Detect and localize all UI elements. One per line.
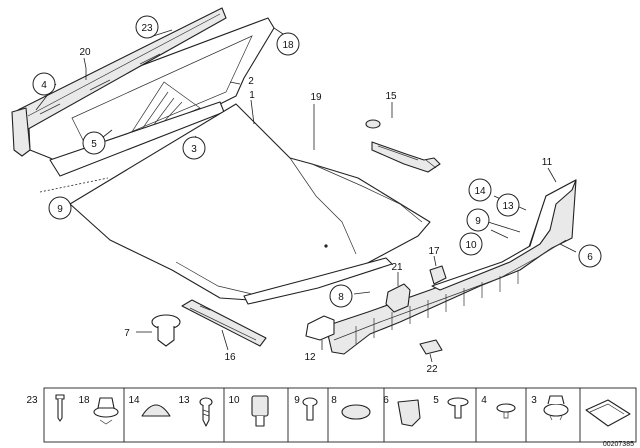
label-21: 21 [391, 262, 403, 273]
label-15: 15 [385, 91, 397, 102]
legend-num-6: 6 [383, 395, 389, 406]
push-clip-icon [93, 397, 119, 425]
legend-num-14: 14 [128, 395, 140, 406]
legend-num-5: 5 [433, 395, 439, 406]
legend-num-3: 3 [531, 395, 537, 406]
rear-panel-group [11, 7, 275, 193]
svg-text:9: 9 [475, 216, 481, 227]
svg-text:6: 6 [587, 252, 593, 263]
support-bar-16-detail [189, 305, 257, 341]
small-parts-group [151, 299, 267, 347]
svg-text:18: 18 [282, 40, 294, 51]
legend-dividers [123, 388, 581, 442]
legend-num-4: 4 [481, 395, 487, 406]
plug-7-stem [157, 326, 175, 347]
bracket-clip-icon [397, 399, 421, 427]
push-rivet-icon [302, 397, 318, 421]
label-20: 20 [79, 47, 91, 58]
square-nut-clip-icon [251, 395, 269, 427]
legend-num-9: 9 [294, 395, 300, 406]
strap-15-detail [377, 145, 437, 169]
callout-3: 3 [182, 136, 206, 160]
label-22: 22 [426, 364, 438, 375]
screw-icon [199, 397, 213, 427]
svg-text:3: 3 [191, 144, 197, 155]
mat-fold-line [289, 157, 423, 255]
floor-mat-1 [69, 103, 431, 301]
callout-4: 4 [32, 72, 56, 96]
svg-text:23: 23 [141, 23, 153, 34]
strap-15-group [365, 119, 441, 173]
label-16: 16 [224, 352, 236, 363]
legend-frame [43, 387, 637, 443]
floor-mat-group [69, 103, 431, 305]
rear-trim-edge [333, 239, 567, 341]
callout-23: 23 [135, 15, 159, 39]
legend-num-23: 23 [26, 395, 38, 406]
svg-text:14: 14 [474, 186, 486, 197]
round-plug-icon [341, 404, 371, 420]
right-trim-group [305, 179, 577, 355]
legend-num-10: 10 [228, 395, 240, 406]
top-rail-detail [27, 13, 221, 117]
legend-num-8: 8 [331, 395, 337, 406]
label-17: 17 [428, 246, 440, 257]
grommet-15-cap [365, 119, 381, 129]
svg-text:8: 8 [338, 292, 344, 303]
callout-18: 18 [276, 32, 300, 56]
pad-22 [419, 339, 443, 355]
svg-text:5: 5 [91, 139, 97, 150]
label-19: 19 [310, 92, 322, 103]
bracket-21 [385, 283, 411, 313]
dome-plug-icon [141, 404, 171, 417]
pin-clip-icon [55, 394, 65, 422]
callout-5: 5 [82, 131, 106, 155]
callout-13: 13 [496, 193, 520, 217]
spring-clip-icon [543, 395, 569, 421]
callout-6: 6 [578, 244, 602, 268]
trunk-panel-2 [27, 17, 275, 167]
label-7: 7 [124, 328, 130, 339]
label-12: 12 [304, 352, 316, 363]
callout-9-right: 9 [466, 208, 490, 232]
legend-strip: 23 18 14 13 10 9 8 6 5 4 3 [26, 387, 637, 443]
legend-num-13: 13 [178, 395, 190, 406]
label-1: 1 [249, 90, 255, 101]
svg-text:9: 9 [57, 204, 63, 215]
mushroom-clip-icon [447, 397, 469, 419]
strap-15 [371, 141, 441, 173]
bracket-12 [305, 315, 335, 341]
document-id: 00207385 [603, 441, 634, 448]
mat-grommet [324, 244, 328, 248]
washer-clip-icon [496, 403, 516, 419]
alignment-dash [39, 177, 109, 193]
mat-corner-icon [585, 399, 631, 427]
label-2: 2 [248, 76, 254, 87]
front-strip-8 [243, 257, 393, 305]
panel-recess [71, 35, 253, 151]
callouts: 23 18 4 5 3 9 14 13 [32, 15, 602, 375]
rear-trim-top-face [431, 179, 577, 291]
svg-text:13: 13 [502, 201, 514, 212]
callout-9-left: 9 [48, 196, 72, 220]
legend-num-18: 18 [78, 395, 90, 406]
callout-8: 8 [329, 284, 353, 308]
callout-10: 10 [459, 232, 483, 256]
clip-17 [429, 265, 447, 285]
label-11: 11 [542, 157, 553, 168]
svg-text:4: 4 [41, 80, 47, 91]
callout-14: 14 [468, 178, 492, 202]
svg-text:10: 10 [465, 240, 477, 251]
rear-trim-ribs [355, 270, 519, 344]
left-bracket-4 [11, 107, 31, 157]
mat-front-edge [175, 261, 253, 295]
